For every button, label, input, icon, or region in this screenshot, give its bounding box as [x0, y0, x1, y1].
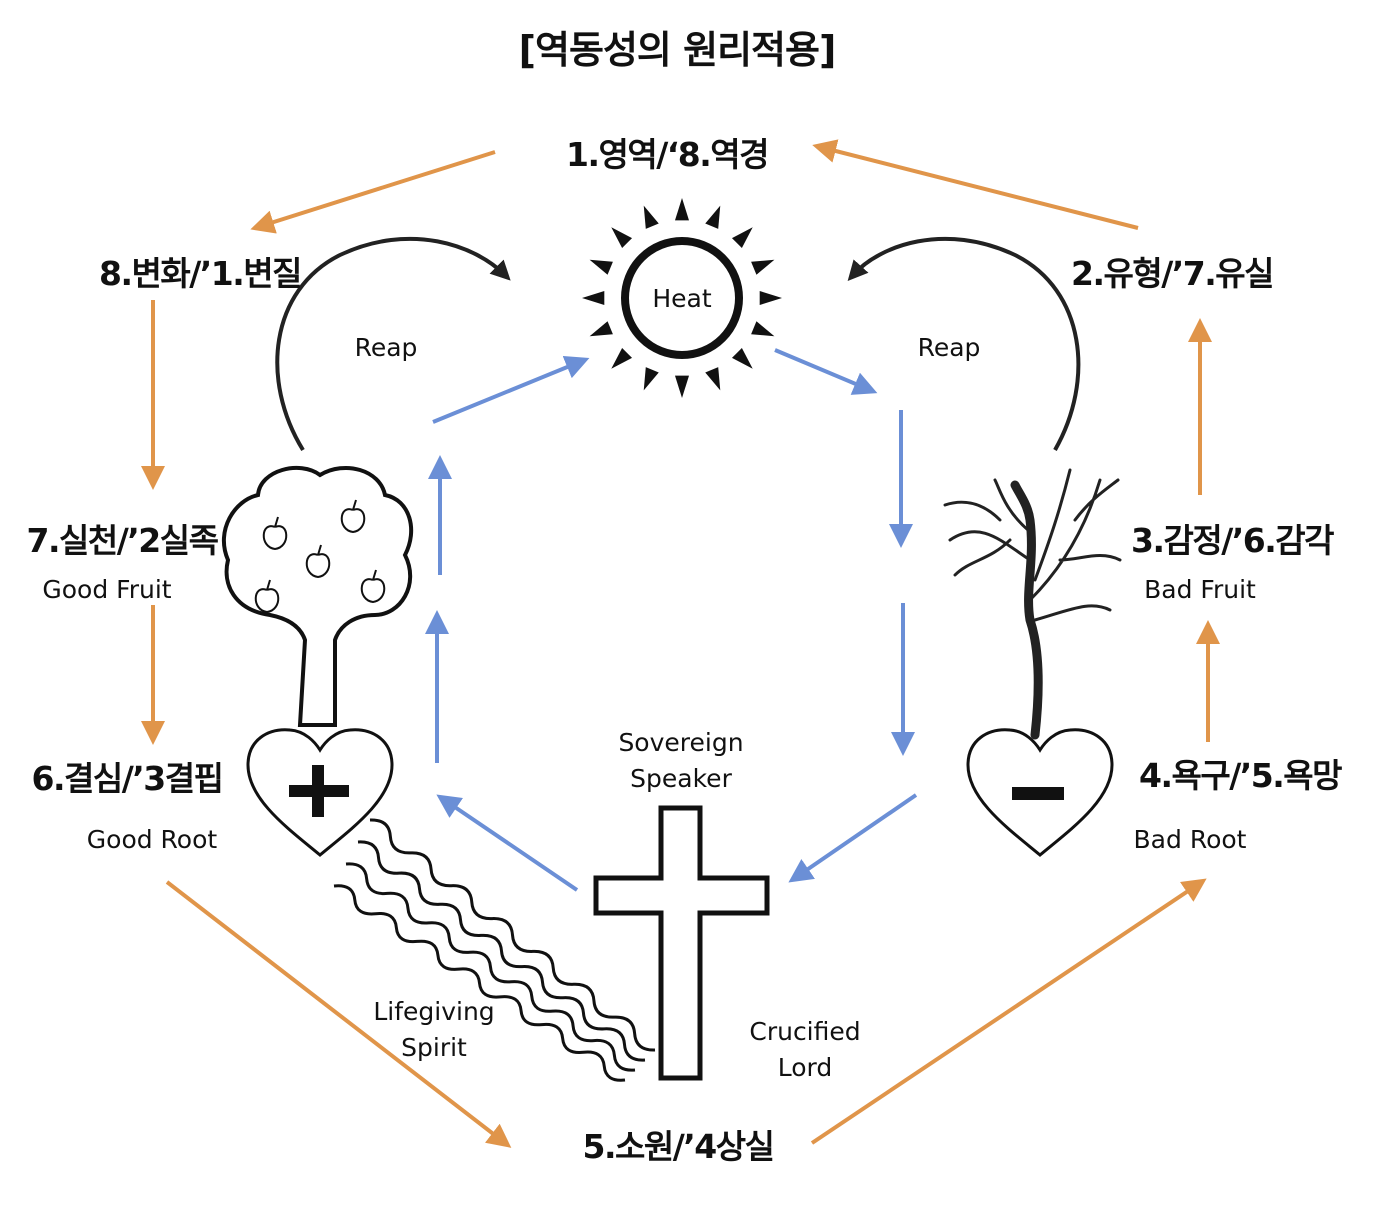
arrow-upper-right-to-top	[812, 139, 1139, 230]
cross-icon	[593, 805, 770, 1081]
reap-arrow-left	[275, 236, 511, 452]
reap-right-label: Reap	[918, 333, 981, 362]
reap-left-label: Reap	[355, 333, 418, 362]
sun-ray	[759, 290, 782, 306]
apple-icon	[340, 499, 366, 534]
spirit-label: Spirit	[401, 1033, 467, 1062]
orange-arrows	[141, 139, 1220, 1148]
node-lower-left: 6.결심/’3결핍	[32, 759, 223, 798]
crucified-label: Crucified	[749, 1017, 860, 1046]
lord-label: Lord	[778, 1053, 833, 1082]
apple-tree-icon	[221, 465, 414, 727]
lifegiving-label: Lifegiving	[373, 997, 494, 1026]
arrow-from-sun	[774, 348, 878, 395]
reap-arrow-right	[847, 236, 1081, 451]
sun-ray	[611, 347, 633, 369]
arrow-from-cross	[436, 794, 579, 892]
sun-ray	[589, 259, 613, 275]
wave-line	[345, 862, 636, 1072]
good-fruit-label: Good Fruit	[42, 575, 171, 604]
heat-label: Heat	[652, 284, 711, 313]
diagram-title: [역동성의 원리적용]	[519, 28, 836, 72]
sun-ray	[731, 347, 753, 369]
apple-icon	[360, 569, 386, 604]
blue-arrows	[425, 348, 918, 892]
wave-line	[357, 840, 646, 1062]
apple-icon	[254, 579, 280, 614]
sun-ray	[589, 321, 613, 337]
node-upper-right: 2.유형/’7.유실	[1071, 254, 1273, 293]
bad-root-label: Bad Root	[1134, 825, 1247, 854]
wave-line	[333, 884, 626, 1082]
bad-fruit-label: Bad Fruit	[1144, 575, 1256, 604]
sun-ray	[705, 205, 721, 229]
sun-ray	[582, 290, 605, 306]
sun-ray	[705, 367, 721, 391]
sun-ray	[731, 227, 753, 249]
sun-icon	[582, 198, 782, 398]
speaker-label: Speaker	[630, 764, 732, 793]
node-lower-right: 4.욕구/’5.욕망	[1139, 756, 1342, 795]
sovereign-label: Sovereign	[618, 728, 743, 757]
arrow-top-to-upper-left	[250, 150, 496, 234]
sun-ray	[751, 321, 775, 337]
apple-icon	[305, 544, 331, 579]
sun-ray	[643, 205, 659, 229]
plus-icon	[289, 765, 349, 817]
spirit-waves-icon	[333, 818, 656, 1082]
minus-icon	[1012, 787, 1064, 800]
arrow-bottom-to-lower-right	[810, 878, 1207, 1145]
good-root-label: Good Root	[87, 825, 218, 854]
node-top: 1.영역/‘8.역경	[566, 135, 768, 174]
node-mid-right: 3.감정/’6.감각	[1131, 521, 1334, 560]
node-mid-left: 7.실천/’2실족	[27, 521, 219, 560]
node-upper-left: 8.변화/’1.변질	[99, 254, 301, 293]
sun-ray	[643, 367, 659, 391]
sun-ray	[674, 198, 690, 221]
wave-line	[369, 818, 656, 1052]
apple-icon	[262, 516, 288, 551]
arrow-lower-left-to-bottom	[165, 880, 512, 1148]
sun-ray	[751, 259, 775, 275]
sun-ray	[674, 375, 690, 398]
node-bottom: 5.소원/’4상실	[583, 1127, 774, 1166]
dead-tree-icon	[943, 468, 1122, 740]
sun-ray	[611, 227, 633, 249]
arrow-to-cross	[788, 793, 918, 883]
arrow-to-sun	[432, 355, 590, 424]
